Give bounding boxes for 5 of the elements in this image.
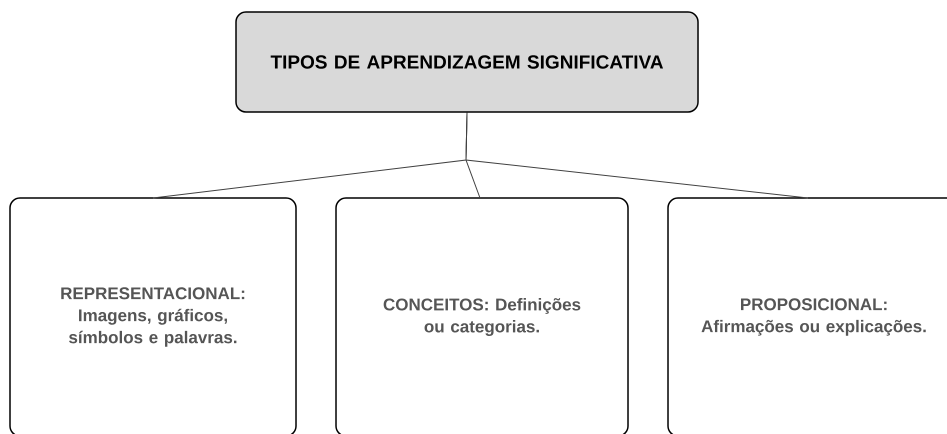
title-box: TIPOS DE APRENDIZAGEM SIGNIFICATIVA	[235, 11, 699, 113]
category-box: REPRESENTACIONAL: Imagens, gráficos, símbolos e palavras.	[9, 197, 297, 434]
category-box: CONCEITOS: Definições ou categorias.	[335, 197, 629, 434]
connector-line	[466, 112, 808, 198]
category-box: PROPOSICIONAL: Afirmações ou explicações.	[667, 197, 947, 434]
